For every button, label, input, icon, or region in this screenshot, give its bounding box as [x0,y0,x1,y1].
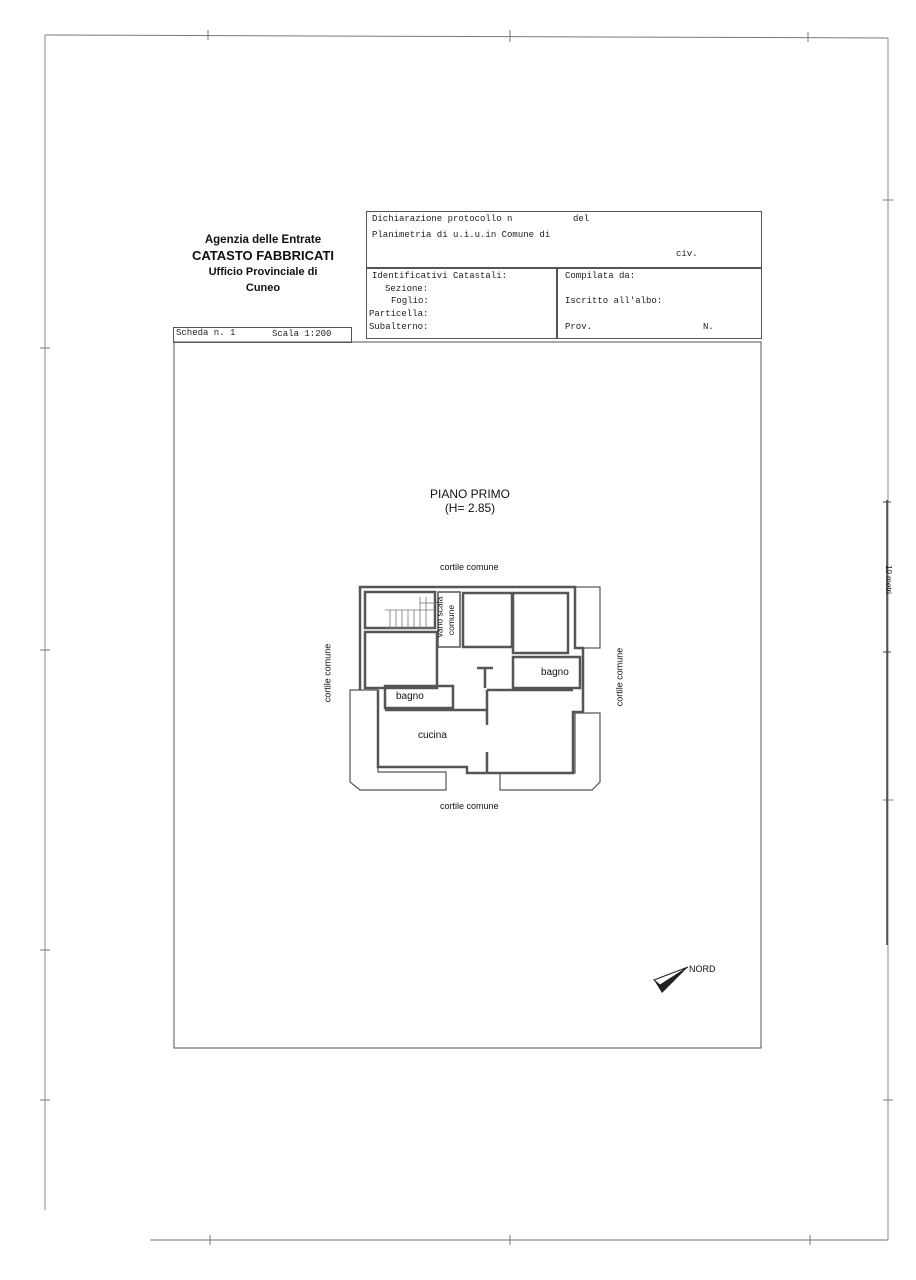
date-label: del [573,214,590,224]
number-label: N. [703,322,714,332]
courtyard-label-left: cortile comune [322,643,333,703]
department-name: CATASTO FABBRICATI [191,248,335,263]
stairwell-common-label: comune [446,604,457,636]
sheet-label: Foglio: [391,296,429,306]
bathroom-label-right: bagno [541,667,569,678]
declaration-label: Dichiarazione protocollo n [372,214,513,224]
plan-title: PIANO PRIMO [429,487,510,501]
register-label: Iscritto all'albo: [565,296,663,306]
planimetry-label: Planimetria di u.i.u.in Comune di [372,230,551,240]
parcel-label: Particella: [369,309,429,319]
agency-name: Agenzia delle Entrate [204,234,322,246]
stairs [385,597,435,629]
identifiers-box [366,267,558,339]
compiler-box [556,267,762,339]
agency-header: Agenzia delle Entrate CATASTO FABBRICATI… [178,232,348,296]
scale-bar [883,500,891,945]
kitchen-label: cucina [418,730,447,741]
declaration-box [366,211,762,269]
drawing-area-frame [173,341,762,1049]
stairwell-label: vano scala [434,596,445,638]
courtyard-label-bottom: cortile comune [440,801,499,811]
civic-label: civ. [676,249,698,259]
bathroom-label-left: bagno [396,691,424,702]
identifiers-label: Identificativi Catastali: [372,271,508,281]
office-name: Ufficio Provinciale di [208,266,318,278]
province-label: Prov. [565,322,593,332]
scale-bar-label: 10 metri [883,565,893,594]
floor-plan [349,585,601,791]
plan-height: (H= 2.85) [444,501,496,515]
section-label: Sezione: [385,284,429,294]
north-arrow-icon [653,966,689,993]
north-label: NORD [689,964,716,974]
plan-title-block: PIANO PRIMO (H= 2.85) [400,487,540,515]
courtyard-label-top: cortile comune [440,562,499,572]
sheet-box [173,327,352,343]
scale-label: Scala 1:200 [272,329,332,339]
subaltern-label: Subalterno: [369,322,429,332]
compiled-by-label: Compilata da: [565,271,636,281]
city-name: Cuneo [245,282,281,294]
sheet-number: Scheda n. 1 [176,328,236,338]
courtyard-label-right: cortile comune [614,647,625,707]
